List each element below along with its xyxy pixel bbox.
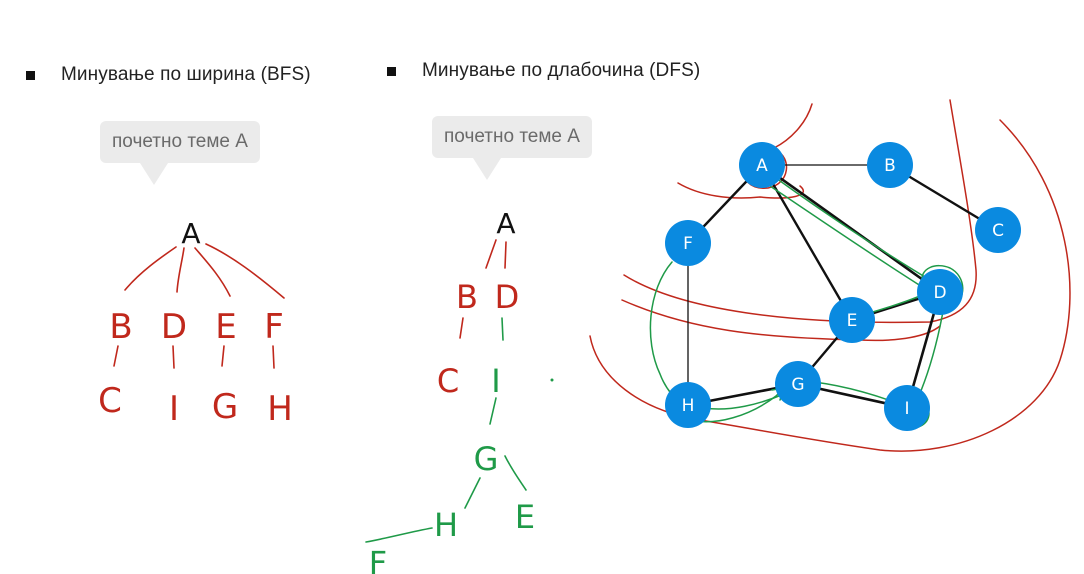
green-path-g-h [703,393,785,410]
bfs-node-b: B [109,307,132,347]
graph-node-a: A [739,142,785,188]
dfs-edge-a-b [485,239,497,269]
graph-node-b-label: B [884,156,896,176]
red-curve-mid [621,299,941,342]
dfs-edge-g-h [464,477,481,509]
green-path-d-e [865,295,921,315]
dfs-node-e: E [515,498,535,536]
graph-node-f-label: F [683,234,693,254]
dfs-root: A [496,207,515,240]
bullet-icon [387,66,396,76]
bfs-node-g: G [212,387,238,427]
bfs-node-h: H [267,389,293,429]
graph-node-h-label: H [682,396,695,416]
dfs-tree: A B D C I G H E F [365,207,554,574]
graph-node-e: E [829,297,875,343]
graph-node-f: F [665,220,711,266]
graph-node-g: G [775,361,821,407]
bfs-edge-b-c [113,345,119,367]
bfs-edge-a-b [124,246,177,291]
bfs-callout-tail [140,163,168,185]
green-path-a-d-2 [769,185,925,289]
bfs-edge-f-h [272,345,275,369]
bfs-node-d: D [161,307,187,347]
dfs-edge-g-e [504,455,527,491]
graph-node-i: I [884,385,930,431]
dfs-node-f: F [369,544,387,574]
graph-node-g-label: G [791,375,804,395]
dfs-edge-d-i [501,317,504,341]
graph-node-c: C [975,207,1021,253]
dfs-edge-i-g [489,397,497,425]
graph-node-d: D [917,269,963,315]
bfs-root: A [181,217,200,250]
dfs-node-d: D [495,278,520,316]
dfs-callout-tail [473,158,501,180]
bullet-icon [26,70,35,80]
graph: A B C D E F G [589,99,1071,452]
bfs-edge-a-e [194,247,231,297]
dfs-node-g: G [474,440,499,478]
edge-a-d [760,163,942,294]
graph-node-i-label: I [904,399,909,419]
dfs-start-callout: почетно теме A [432,116,592,158]
graph-node-h: H [665,382,711,428]
dfs-edge-h-f [365,527,433,543]
edge-a-e [760,163,854,322]
graph-node-e-label: E [847,311,858,331]
bfs-edge-e-g [221,345,225,367]
graph-node-b: B [867,142,913,188]
ink-dot [550,378,554,382]
dfs-heading: Минување по длабочина (DFS) [387,60,700,82]
bfs-heading: Минување по ширина (BFS) [26,64,311,86]
bfs-edge-a-d [176,247,185,293]
bfs-node-c: C [98,381,122,421]
dfs-node-i: I [491,362,500,400]
bfs-edge-d-i [172,345,175,369]
bfs-heading-text: Минување по ширина (BFS) [61,64,311,85]
bfs-node-e: E [215,307,236,347]
red-curve-inner-loop [623,99,977,324]
dfs-edge-b-c [459,317,464,339]
bfs-start-callout: почетно теме A [100,121,260,163]
graph-node-c-label: C [992,221,1004,241]
dfs-node-c: C [437,362,459,400]
dfs-heading-text: Минување по длабочина (DFS) [422,60,701,81]
dfs-edge-a-d [504,241,507,269]
dfs-node-b: B [456,278,478,316]
bfs-node-f: F [264,307,284,347]
graph-node-a-label: A [756,156,768,176]
bfs-tree: A B D E F C I G H [98,217,293,429]
bfs-edge-a-f [205,243,285,299]
red-curve-a-top [773,103,813,149]
red-curve-outer [589,119,1071,452]
bfs-node-i: I [169,389,179,429]
green-path-d-i [917,305,945,399]
graph-node-d-label: D [933,283,946,303]
green-path-a-d [775,177,931,281]
dfs-node-h: H [434,506,458,544]
